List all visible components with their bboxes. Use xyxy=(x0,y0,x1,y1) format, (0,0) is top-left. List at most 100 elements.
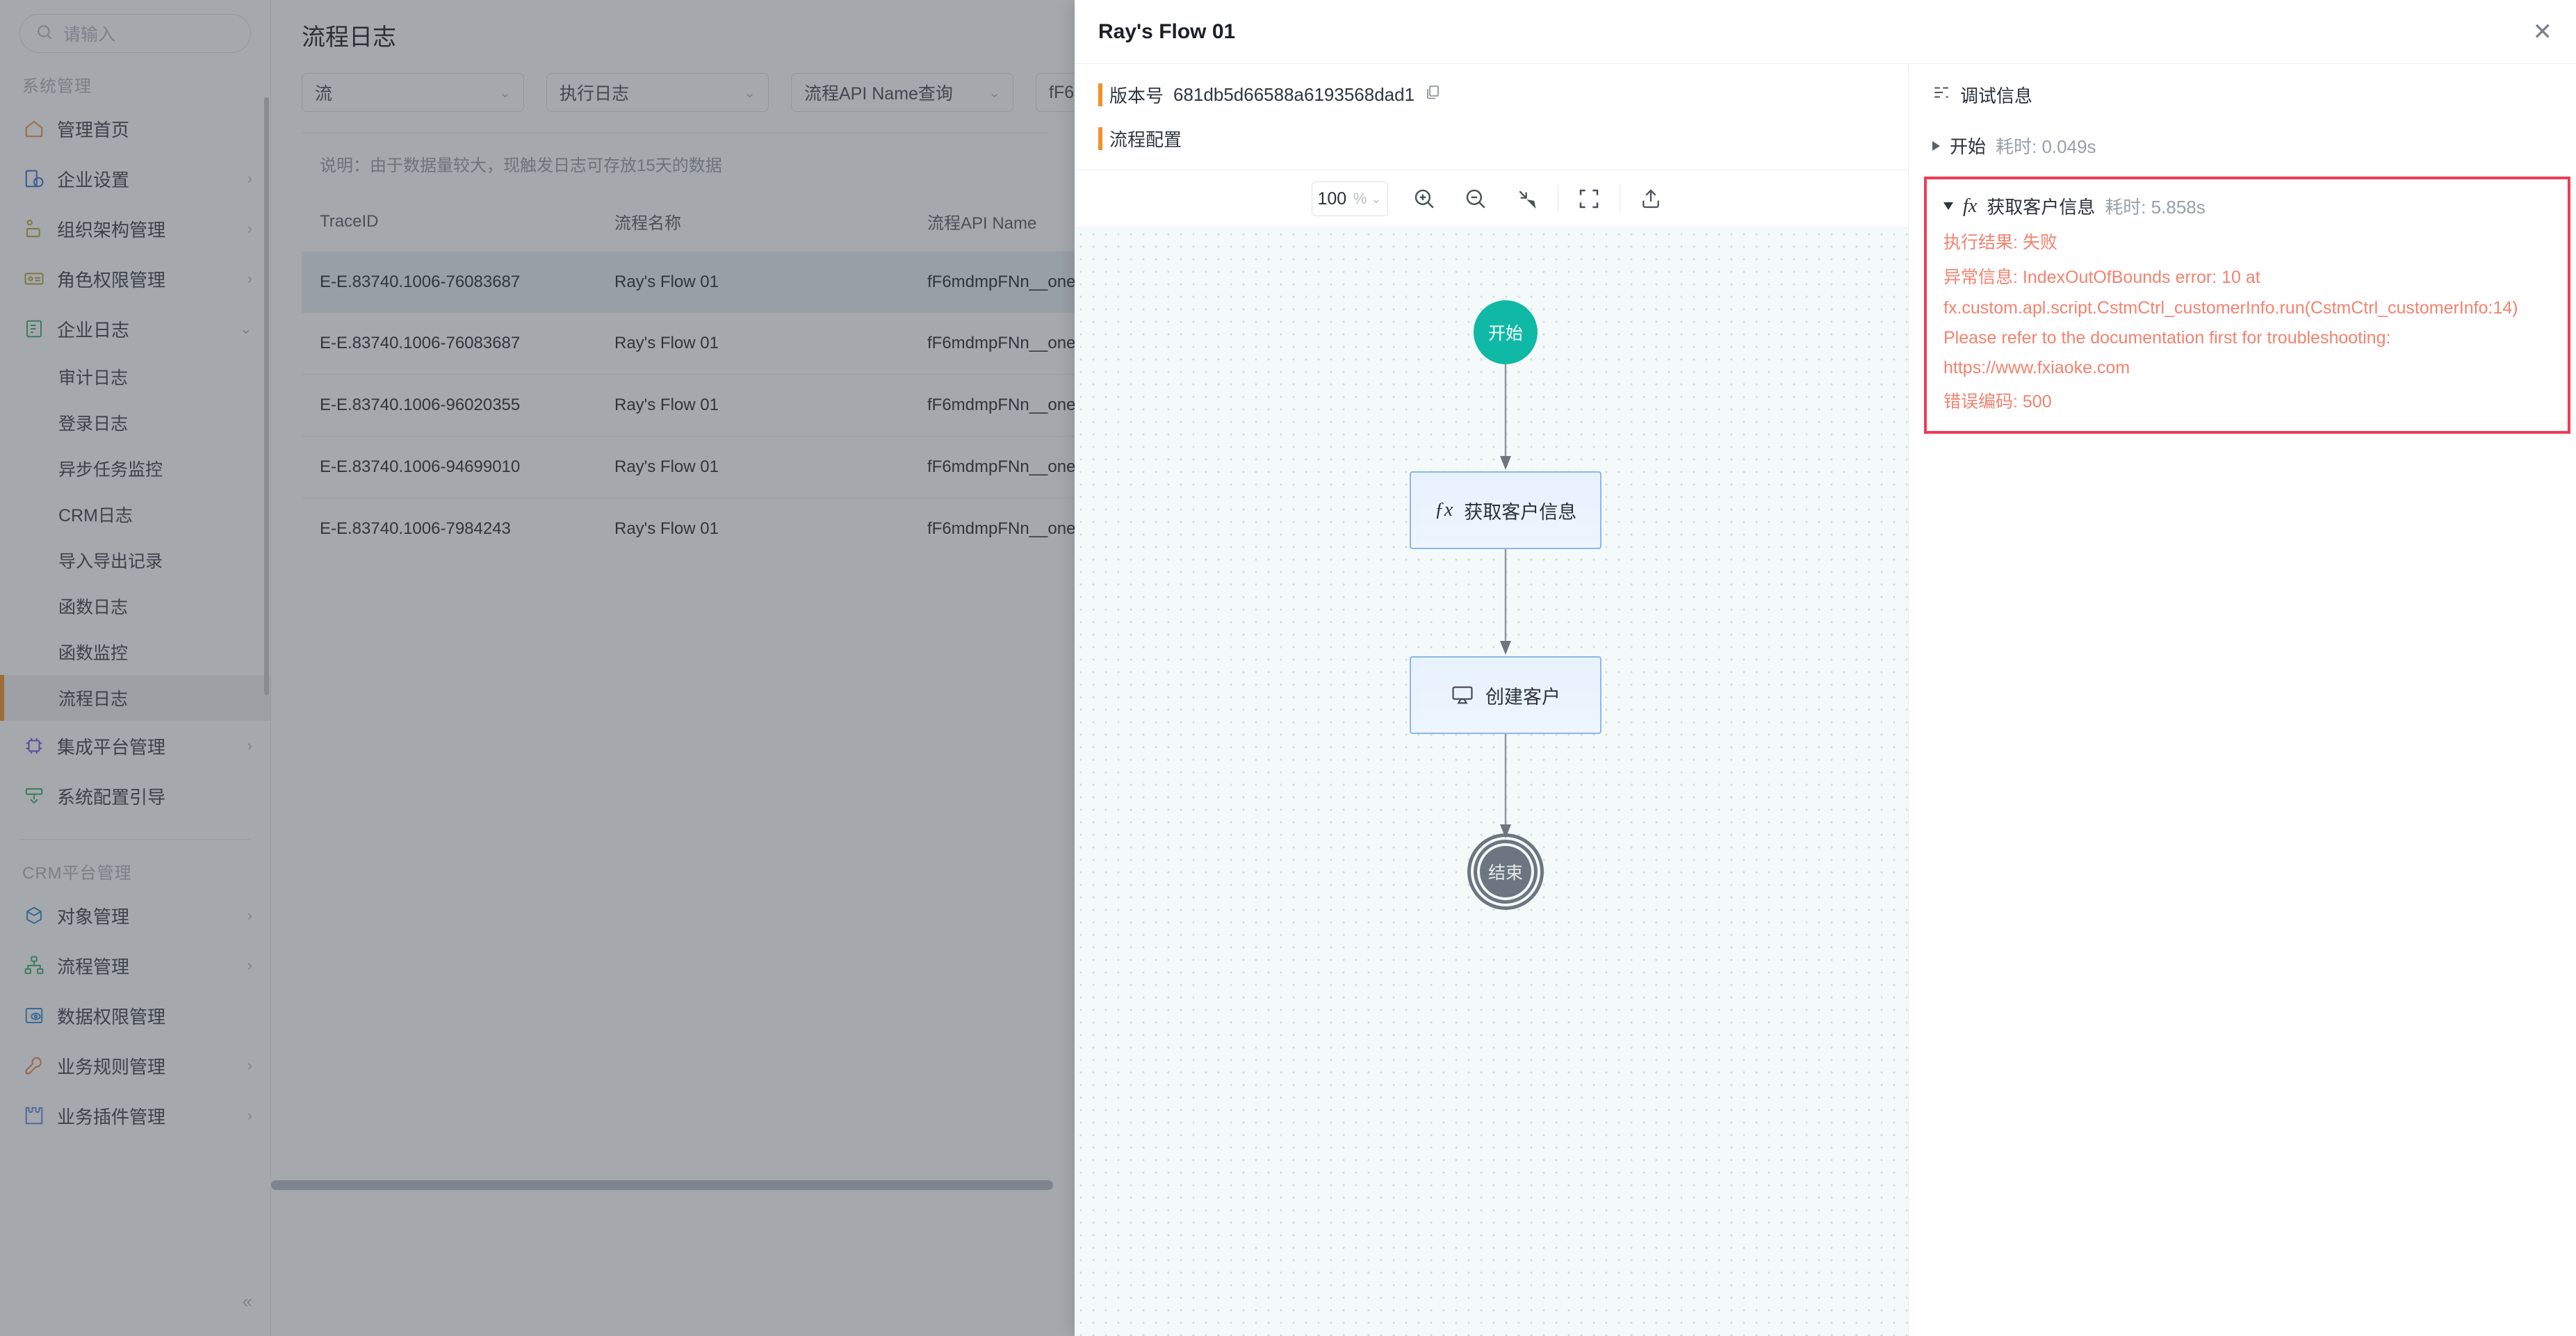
page-title: 流程日志 xyxy=(302,24,396,51)
chevron-down-icon: ⌄ xyxy=(988,85,1000,101)
search-box[interactable]: 请输入 xyxy=(19,14,251,53)
debug-entry-start[interactable]: 开始 耗时: 0.049s xyxy=(1909,133,2576,158)
column-header-flow-name: 流程名称 xyxy=(614,214,681,233)
api-name-query-select[interactable]: 流程API Name查询 ⌄ xyxy=(791,73,1013,112)
sidebar-item-label: 业务规则管理 xyxy=(57,1056,166,1077)
flow-node-create-customer[interactable]: 创建客户 xyxy=(1410,656,1601,734)
sidebar-item-data-permission[interactable]: 数据权限管理 xyxy=(0,991,270,1041)
start-node-label: 开始 xyxy=(1487,324,1523,343)
log-type-select[interactable]: 执行日志 ⌄ xyxy=(546,73,769,112)
sidebar-subitem-login-log[interactable]: 登录日志 xyxy=(0,400,270,446)
sidebar-item-system-config-guide[interactable]: 系统配置引导 xyxy=(0,771,270,821)
chevron-right-icon: › xyxy=(247,1057,252,1074)
sidebar-item-label: 集成平台管理 xyxy=(57,736,166,758)
zoom-value: 100 xyxy=(1317,188,1347,209)
search-input[interactable]: 请输入 xyxy=(63,25,116,44)
zoom-out-icon[interactable] xyxy=(1455,178,1497,220)
cell-traceid: E-E.83740.1006-94699010 xyxy=(302,436,614,498)
flow-select-value: 流 xyxy=(315,84,333,104)
close-icon[interactable]: ✕ xyxy=(2532,18,2553,45)
modal-title: Ray's Flow 01 xyxy=(1098,19,1236,43)
cell-flow-name: Ray's Flow 01 xyxy=(614,436,927,498)
end-node-circle: 结束 xyxy=(1467,833,1544,910)
chevron-right-icon: › xyxy=(247,270,252,287)
error-result-line: 执行结果: 失败 xyxy=(1943,233,2057,252)
end-node-label: 结束 xyxy=(1487,863,1523,883)
sidebar-item-object-management[interactable]: 对象管理 › xyxy=(0,890,270,940)
zoom-in-icon[interactable] xyxy=(1403,178,1445,220)
sidebar-subitem-label: 异步任务监控 xyxy=(58,460,163,480)
table-horizontal-scrollbar[interactable] xyxy=(271,1180,1053,1190)
sidebar-subitem-function-monitor[interactable]: 函数监控 xyxy=(0,629,270,675)
cell-flow-name: Ray's Flow 01 xyxy=(614,313,927,375)
modal-body: 版本号 681db5d66588a6193568dad1 流程配置 100 % … xyxy=(1075,64,2576,1336)
sidebar-item-business-plugins[interactable]: 业务插件管理 › xyxy=(0,1091,270,1141)
search-icon xyxy=(35,23,54,44)
error-doc-url-line[interactable]: https://www.fxiaoke.com xyxy=(1943,358,2130,377)
fit-content-icon[interactable] xyxy=(1506,178,1548,220)
chevron-down-icon[interactable]: ⌄ xyxy=(1371,191,1382,206)
cell-traceid: E-E.83740.1006-96020355 xyxy=(302,374,614,437)
column-header-traceid: TraceID xyxy=(320,211,379,231)
cube-icon xyxy=(22,904,46,927)
sidebar-item-org-structure[interactable]: 组织架构管理 › xyxy=(0,204,270,254)
sidebar-subitem-import-export-record[interactable]: 导入导出记录 xyxy=(0,537,270,583)
chevron-down-icon: ⌄ xyxy=(744,85,756,101)
cell-traceid: E-E.83740.1006-7984243 xyxy=(320,519,511,538)
sidebar-item-label: 业务插件管理 xyxy=(57,1106,166,1127)
sidebar-subitem-label: 流程日志 xyxy=(58,690,129,709)
flow-canvas[interactable]: 开始 ƒx 获取客户信息 xyxy=(1075,227,1908,1336)
sidebar-item-role-permissions[interactable]: 角色权限管理 › xyxy=(0,254,270,304)
cell-flow-name: Ray's Flow 01 xyxy=(614,374,927,437)
sidebar-search[interactable]: 请输入 xyxy=(0,10,270,53)
sidebar-subitem-audit-log[interactable]: 审计日志 xyxy=(0,354,270,400)
flow-edge-start-fx xyxy=(1500,364,1511,470)
flow-edge-fx-create xyxy=(1500,549,1511,655)
flow-edge-create-end xyxy=(1500,734,1511,838)
fullscreen-icon[interactable] xyxy=(1568,178,1610,220)
sidebar-item-business-rules[interactable]: 业务规则管理 › xyxy=(0,1041,270,1091)
sidebar-item-enterprise-log[interactable]: 企业日志 ⌄ xyxy=(0,304,270,354)
sidebar-subitem-function-log[interactable]: 函数日志 xyxy=(0,583,270,629)
chevron-right-icon[interactable] xyxy=(1932,140,1940,151)
sidebar-item-label: 流程管理 xyxy=(57,956,130,977)
start-node-circle: 开始 xyxy=(1474,300,1538,364)
debug-entry-duration: 耗时: 0.049s xyxy=(1996,136,2096,157)
fx-icon: fx xyxy=(1963,195,1978,217)
sidebar-section-crm: CRM平台管理 xyxy=(22,864,132,883)
data-perm-icon xyxy=(22,1004,46,1027)
chevron-right-icon: › xyxy=(247,170,252,187)
sidebar-collapse-button[interactable]: « xyxy=(242,1291,252,1312)
flow-node-get-customer-info[interactable]: ƒx 获取客户信息 xyxy=(1410,471,1601,549)
sidebar-item-flow-management[interactable]: 流程管理 › xyxy=(0,940,270,991)
chevron-down-icon[interactable] xyxy=(1943,202,1953,210)
zoom-level-input[interactable]: 100 % ⌄ xyxy=(1311,181,1388,216)
sidebar-subitem-async-task-monitor[interactable]: 异步任务监控 xyxy=(0,446,270,491)
flow-node-end[interactable]: 结束 xyxy=(1467,833,1544,910)
box-node: ƒx 获取客户信息 xyxy=(1410,471,1601,549)
chevron-down-icon: ⌄ xyxy=(239,320,252,337)
export-icon[interactable] xyxy=(1630,178,1672,220)
table-row[interactable]: E-E.83740.1006-94699010 Ray's Flow 01 fF… xyxy=(302,436,1240,498)
debug-icon xyxy=(1932,83,1950,106)
sidebar-item-home[interactable]: 管理首页 xyxy=(0,104,270,154)
sidebar-item-integration-platform[interactable]: 集成平台管理 › xyxy=(0,721,270,771)
copy-icon[interactable] xyxy=(1424,84,1441,106)
sidebar-item-enterprise-settings[interactable]: 企业设置 › xyxy=(0,154,270,204)
table-row[interactable]: E-E.83740.1006-76083687 Ray's Flow 01 fF… xyxy=(302,252,1240,313)
flow-select[interactable]: 流 ⌄ xyxy=(302,73,524,112)
sidebar-scrollbar[interactable] xyxy=(264,97,269,695)
sidebar-subitem-crm-log[interactable]: CRM日志 xyxy=(0,491,270,537)
chevron-right-icon: › xyxy=(247,1107,252,1124)
sidebar-subitem-label: 函数日志 xyxy=(58,598,129,617)
fx-icon: ƒx xyxy=(1434,499,1453,521)
node-label: 创建客户 xyxy=(1485,686,1560,708)
debug-entry-get-customer-info[interactable]: fx 获取客户信息 耗时: 5.858s xyxy=(1935,193,2568,219)
wrench-icon xyxy=(22,1054,46,1077)
flow-node-start[interactable]: 开始 xyxy=(1474,300,1538,364)
zoom-unit: % xyxy=(1353,190,1367,207)
sidebar-subitem-flow-log[interactable]: 流程日志 xyxy=(0,675,270,721)
error-stack-line: fx.custom.apl.script.CstmCtrl_customerIn… xyxy=(1943,298,2518,318)
debug-error-card: fx 获取客户信息 耗时: 5.858s 执行结果: 失败 异常信息: Inde… xyxy=(1924,177,2570,434)
sidebar-section-system: 系统管理 xyxy=(22,77,92,96)
